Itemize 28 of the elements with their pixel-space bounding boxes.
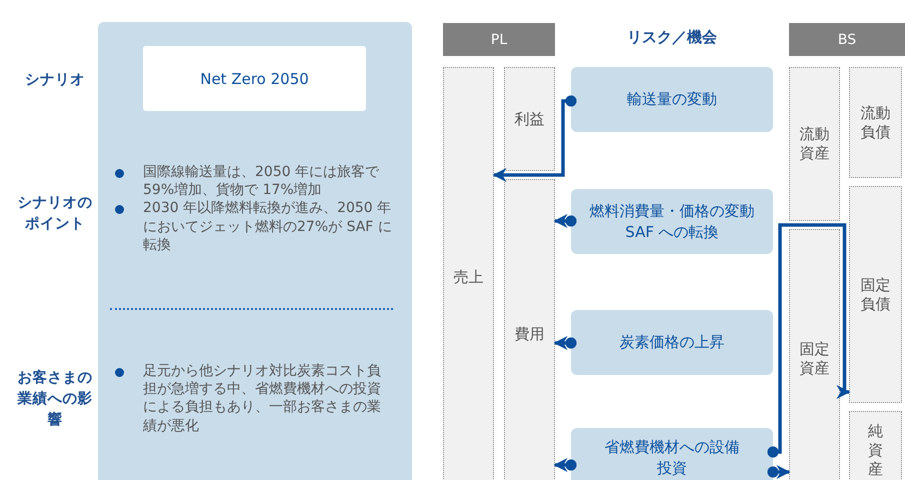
risk-box: 燃料消費量・価格の変動SAF への転換	[571, 189, 773, 254]
header-bar: BS	[789, 23, 905, 56]
scenario-box: Net Zero 2050	[143, 46, 366, 111]
row-heading: お客さまの業績への影響	[16, 368, 94, 430]
account-column: 純資産	[849, 411, 902, 480]
column-heading: リスク／機会	[626, 28, 718, 47]
risk-box: 輸送量の変動	[571, 67, 773, 132]
arrow	[767, 465, 790, 479]
risk-box: 省燃費機材への設備投資	[571, 428, 773, 480]
account-column: 流動負債	[849, 67, 902, 178]
arrow	[767, 223, 850, 458]
arrow	[554, 214, 577, 228]
arrow	[554, 458, 577, 472]
account-column: 固定負債	[849, 186, 902, 403]
bullet-text: 足元から他シナリオ対比炭素コスト負担が急増する中、省燃費機材への投資による負担もあり、一部お客さまの業績が悪化	[110, 362, 394, 435]
account-column: 売上	[443, 67, 494, 480]
account-column: 固定資産	[789, 229, 840, 480]
arrow	[554, 336, 577, 350]
bullet-text: 2030 年以降燃料転換が進み、2050 年においてジェット燃料の27%が SAF に転換	[110, 199, 394, 254]
bullet-text: 国際線輸送量は、2050 年には旅客で 59%増加、貨物で 17%増加	[110, 163, 394, 200]
arrow	[492, 95, 577, 182]
risk-box: 炭素価格の上昇	[571, 310, 773, 375]
header-bar: PL	[443, 23, 555, 56]
account-column: 利益	[504, 67, 555, 171]
row-heading: シナリオ	[24, 71, 86, 90]
row-heading: シナリオのポイント	[16, 194, 94, 234]
account-column: 流動資産	[789, 67, 840, 221]
account-column: 費用	[504, 179, 555, 480]
